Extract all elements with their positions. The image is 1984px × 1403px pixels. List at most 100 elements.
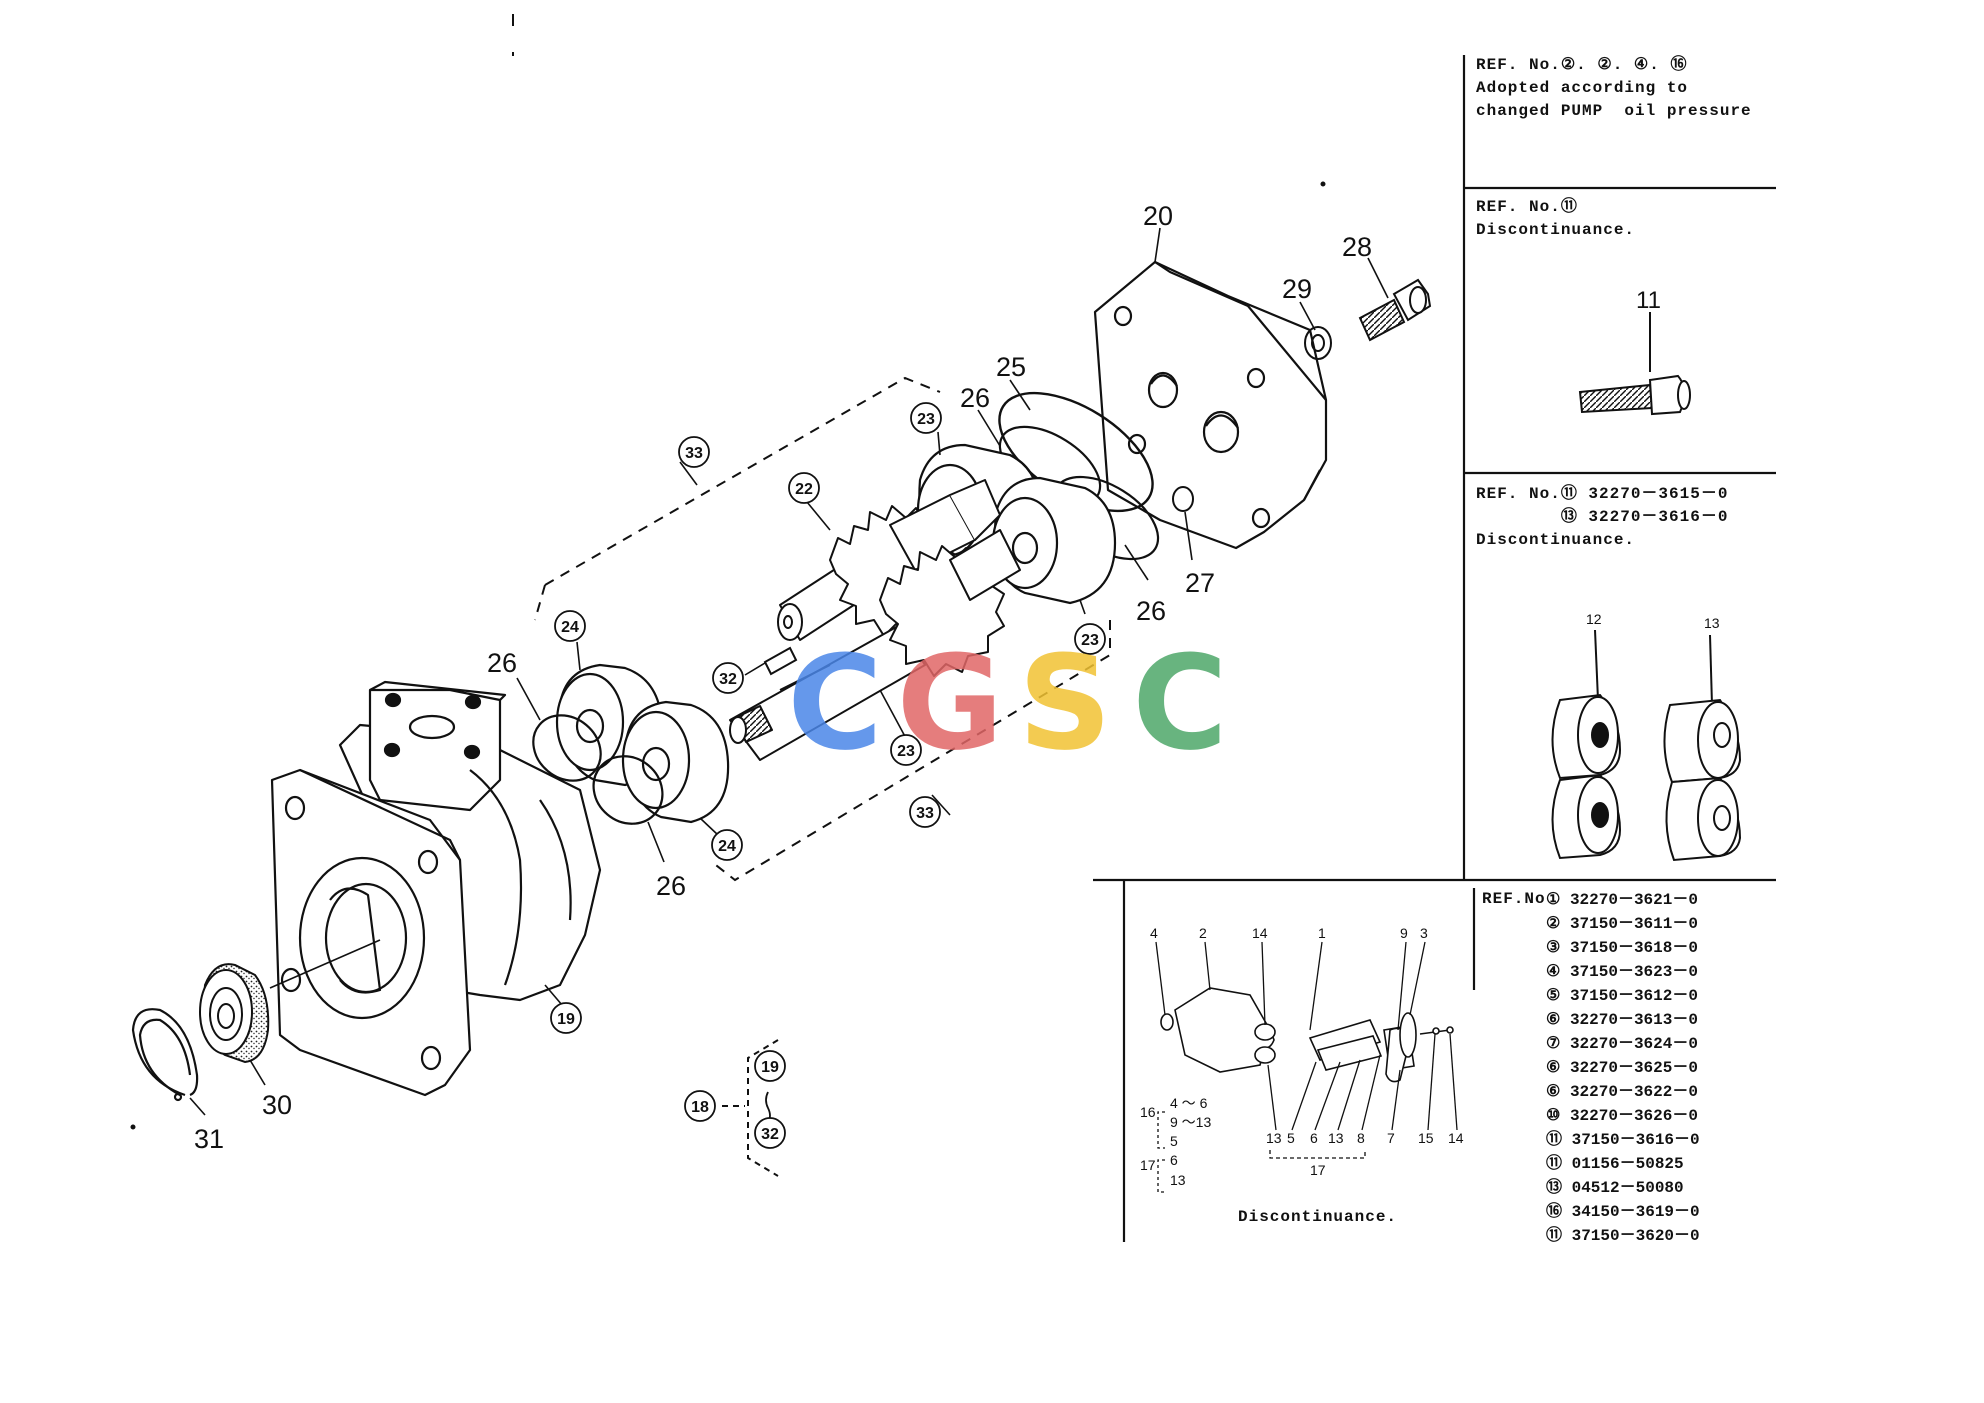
- inset-label-top: 3: [1420, 925, 1428, 941]
- leader-lines: [189, 227, 1389, 1116]
- parts-list-item: ④ 37150－3623－0: [1546, 963, 1698, 981]
- inset-label-bottom: 13: [1266, 1130, 1282, 1146]
- bolt-part-28: [1358, 278, 1432, 342]
- note-ref-12-13-discontinuance: REF. No.⑪ 32270－3615－0 ⑬ 32270－3616－0 Di…: [1476, 485, 1729, 549]
- callout-20: 20: [1143, 201, 1173, 231]
- watermark-letter: C: [1132, 627, 1227, 779]
- callout-18: 18: [691, 1099, 709, 1116]
- group-18-bracket: [722, 1039, 779, 1177]
- parts-list-item: ⑪ 37150－3620－0: [1546, 1227, 1700, 1245]
- callout-19: 19: [557, 1011, 575, 1028]
- inset-leader-lines: [1155, 941, 1458, 1193]
- watermark-letter: C: [787, 627, 882, 779]
- parts-list-header: REF.No: [1482, 890, 1546, 908]
- parts-list-item: ⑪ 37150－3616－0: [1546, 1131, 1700, 1149]
- inset-label-top: 1: [1318, 925, 1326, 941]
- callout-32: 32: [719, 671, 737, 688]
- circled-callouts: [550, 402, 1106, 1149]
- inset-group-16-item: 5: [1170, 1133, 1178, 1149]
- callout-26-a: 26: [960, 383, 990, 413]
- callout-26-b: 26: [1136, 596, 1166, 626]
- circled-callout-text: 33 22 23 23 24 32 23 24 33 19 18 19 32: [557, 411, 1099, 1143]
- parts-list-item: ⑪ 01156－50825: [1546, 1155, 1684, 1173]
- key-part-32: [763, 646, 798, 676]
- pump-body-part-19: [338, 680, 602, 1002]
- part-11-label: 11: [1636, 287, 1661, 314]
- inset-group-17-label: 17: [1310, 1162, 1326, 1178]
- bushing-13-label: 13: [1704, 615, 1720, 631]
- inset-label-bottom: 14: [1448, 1130, 1464, 1146]
- parts-list-item: ② 37150－3611－0: [1546, 915, 1698, 933]
- inset-group-17-item: 6: [1170, 1152, 1178, 1168]
- inset-discontinued-assembly: [1160, 987, 1454, 1083]
- callout-28: 28: [1342, 232, 1372, 262]
- parts-list-item: ⑥ 32270－3622－0: [1546, 1083, 1698, 1101]
- callout-25: 25: [996, 352, 1026, 382]
- inset-label-bottom: 6: [1310, 1130, 1318, 1146]
- bushing-part-24-lower: [621, 700, 730, 824]
- stray-marks: [130, 14, 1326, 1130]
- callout-labels: 20 28 29 25 26 26 27 26 26 30 31: [194, 201, 1372, 1154]
- callout-23-c: 23: [897, 743, 915, 760]
- inset-label-top: 2: [1199, 925, 1207, 941]
- callout-26-c: 26: [487, 648, 517, 678]
- watermark-letter: S: [1018, 627, 1112, 779]
- inset-label-bottom: 13: [1328, 1130, 1344, 1146]
- callout-31: 31: [194, 1124, 224, 1154]
- inset-label-bottom: 7: [1387, 1130, 1395, 1146]
- callout-18-item-32: 32: [761, 1126, 779, 1143]
- note-adopted-oil-pressure: REF. No.②. ②. ④. ⑯ Adopted according to …: [1476, 56, 1752, 120]
- parts-list-item: ③ 37150－3618－0: [1546, 939, 1698, 957]
- discontinued-screw-part-11: [1578, 312, 1691, 416]
- oil-seal-part-30: [199, 963, 270, 1064]
- discontinued-bushings-12-13: [1551, 629, 1742, 862]
- assembly-group-33-outline: [534, 376, 1111, 882]
- inset-label-bottom: 5: [1287, 1130, 1295, 1146]
- callout-26-d: 26: [656, 871, 686, 901]
- seal-ring-part-26-lower: [532, 714, 664, 825]
- callout-27: 27: [1185, 568, 1215, 598]
- watermark-letter: G: [897, 627, 1004, 779]
- o-ring-part-27: [1172, 486, 1194, 512]
- inset-label-bottom: 15: [1418, 1130, 1434, 1146]
- bushing-part-23-lower: [991, 476, 1117, 605]
- inset-group-16: 16: [1140, 1104, 1156, 1120]
- inset-caption: Discontinuance.: [1238, 1208, 1398, 1226]
- driven-gear-shaft-part-23: [729, 529, 1021, 761]
- inset-group-16-item: 9 ～13: [1170, 1114, 1211, 1130]
- inset-label-bottom: 8: [1357, 1130, 1365, 1146]
- drive-gear-part-22: [777, 479, 1001, 641]
- info-panel-frame: [1093, 55, 1776, 1242]
- bushing-12-label: 12: [1586, 611, 1602, 627]
- callout-23-a: 23: [917, 411, 935, 428]
- callout-18-item-19: 19: [761, 1059, 779, 1076]
- parts-list-item: ⑦ 32270－3624－0: [1546, 1035, 1698, 1053]
- callout-22: 22: [795, 481, 813, 498]
- parts-list-item: ⑬ 04512－50080: [1546, 1179, 1684, 1197]
- callout-33-a: 33: [685, 445, 703, 462]
- callout-24-a: 24: [561, 619, 579, 636]
- note-ref-11-discontinuance: REF. No.⑪ Discontinuance.: [1476, 198, 1636, 239]
- pump-cover-part-20: [1093, 260, 1328, 550]
- inset-label-top: 4: [1150, 925, 1158, 941]
- parts-list-item: ⑥ 32270－3613－0: [1546, 1011, 1698, 1029]
- snap-ring-part-31: [131, 1008, 199, 1102]
- inset-label-top: 14: [1252, 925, 1268, 941]
- inset-labels: 4 2 14 1 9 3 13 5 6 13 8 7 15 14 17 16 4…: [1140, 925, 1464, 1188]
- callout-23-b: 23: [1081, 632, 1099, 649]
- parts-list-item: ⑥ 32270－3625－0: [1546, 1059, 1698, 1077]
- callout-30: 30: [262, 1090, 292, 1120]
- inset-group-17: 17: [1140, 1157, 1156, 1173]
- inset-group-17-item: 13: [1170, 1172, 1186, 1188]
- inset-label-top: 9: [1400, 925, 1408, 941]
- callout-33-b: 33: [916, 805, 934, 822]
- flange-plate: [270, 768, 472, 1097]
- washer-part-29: [1304, 326, 1332, 360]
- parts-list-item: ⑩ 32270－3626－0: [1546, 1107, 1698, 1125]
- callout-29: 29: [1282, 274, 1312, 304]
- callout-24-b: 24: [718, 838, 736, 855]
- inset-group-16-item: 4 ～ 6: [1170, 1095, 1208, 1111]
